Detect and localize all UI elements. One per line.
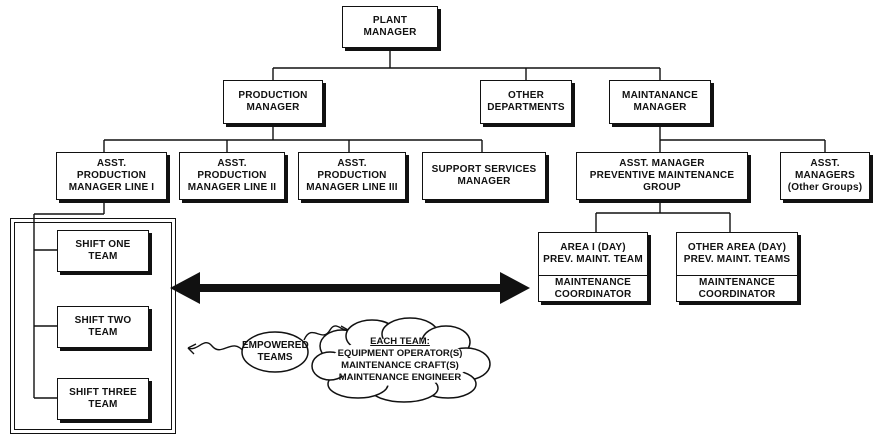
shift-teams-frame [10, 218, 176, 434]
shift-teams-frame-inner [14, 222, 172, 430]
maintenance-manager-box: MAINTANANCE MANAGER [609, 80, 711, 124]
support-services-manager-box: SUPPORT SERVICES MANAGER [422, 152, 546, 200]
arrowhead [187, 343, 197, 355]
squiggle-connector [303, 325, 349, 341]
other-area-team-label: OTHER AREA (DAY) PREV. MAINT. TEAMS [683, 242, 791, 265]
each-team-heading: EACH TEAM: [370, 336, 430, 347]
asst-manager-pm-group-box: ASST. MANAGER PREVENTIVE MAINTENANCE GRO… [576, 152, 748, 200]
each-team-text: EACH TEAM: EQUIPMENT OPERATOR(S) MAINTEN… [326, 336, 474, 384]
asst-managers-other-groups-box: ASST. MANAGERS (Other Groups) [780, 152, 870, 200]
area-1-pm-team-box: AREA I (DAY) PREV. MAINT. TEAM MAINTENAN… [538, 232, 648, 302]
other-area-maintenance-coordinator: MAINTENANCE COORDINATOR [677, 275, 797, 301]
area-1-team-label: AREA I (DAY) PREV. MAINT. TEAM [543, 242, 643, 265]
asst-production-manager-line-1-box: ASST. PRODUCTION MANAGER LINE I [56, 152, 167, 200]
other-departments-box: OTHER DEPARTMENTS [480, 80, 572, 124]
production-manager-box: PRODUCTION MANAGER [223, 80, 323, 124]
shift-three-team-box: SHIFT THREE TEAM [57, 378, 149, 420]
empowered-teams-ellipse [241, 331, 309, 373]
double-arrow-left-head [170, 272, 200, 304]
each-team-line: MAINTENANCE CRAFT(S) [341, 360, 459, 371]
shift-two-team-box: SHIFT TWO TEAM [57, 306, 149, 348]
empowered-teams-label: EMPOWERED TEAMS [242, 340, 309, 363]
shift-one-team-box: SHIFT ONE TEAM [57, 230, 149, 272]
other-area-pm-teams-box: OTHER AREA (DAY) PREV. MAINT. TEAMS MAIN… [676, 232, 798, 302]
double-arrow-right-head [500, 272, 530, 304]
squiggle-connector [187, 341, 245, 353]
each-team-line: EQUIPMENT OPERATOR(S) [337, 348, 463, 359]
each-team-line: MAINTENANCE ENGINEER [338, 372, 462, 383]
area-1-maintenance-coordinator: MAINTENANCE COORDINATOR [539, 275, 647, 301]
double-arrow-shaft [196, 284, 506, 292]
asst-production-manager-line-2-box: ASST. PRODUCTION MANAGER LINE II [179, 152, 285, 200]
asst-production-manager-line-3-box: ASST. PRODUCTION MANAGER LINE III [298, 152, 406, 200]
plant-manager-box: PLANT MANAGER [342, 6, 438, 48]
